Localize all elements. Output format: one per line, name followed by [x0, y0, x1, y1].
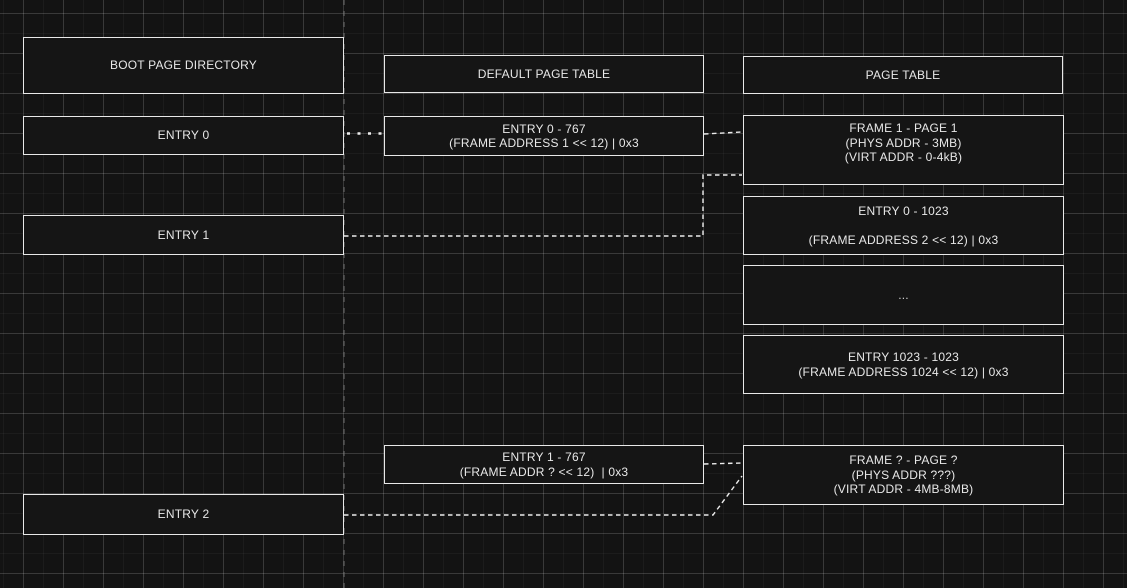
box-entry-2[interactable]: ENTRY 2 — [23, 494, 344, 535]
entry-0-1023-line1: ENTRY 0 - 1023 — [858, 203, 949, 218]
page-table-title: PAGE TABLE — [865, 67, 941, 82]
box-entry-0[interactable]: ENTRY 0 — [23, 116, 344, 155]
entry-1-767-line1: ENTRY 1 - 767 — [502, 450, 586, 464]
entry-2-label: ENTRY 2 — [157, 507, 210, 522]
entry-1023-1023-line1: ENTRY 1023 - 1023 — [847, 350, 960, 364]
connector-entry0-767-to-frame1[interactable] — [703, 131, 743, 135]
box-frame-q-page-q[interactable]: FRAME ? - PAGE ? (PHYS ADDR ???) (VIRT A… — [743, 445, 1064, 505]
ellipsis-label: ... — [898, 287, 909, 302]
box-default-page-table[interactable]: DEFAULT PAGE TABLE — [384, 55, 704, 93]
entry-1023-1023-line2: (FRAME ADDRESS 1024 << 12) | 0x3 — [798, 364, 1009, 379]
box-frame-1-page-1[interactable]: FRAME 1 - PAGE 1 (PHYS ADDR - 3MB) (VIRT… — [743, 115, 1064, 185]
box-page-table[interactable]: PAGE TABLE — [743, 56, 1063, 94]
frame-1-page-1-line1: FRAME 1 - PAGE 1 — [849, 121, 958, 136]
entry-1-label: ENTRY 1 — [157, 227, 210, 242]
frame-q-page-q-line3: (VIRT ADDR - 4MB-8MB) — [833, 482, 974, 497]
box-entry-0-767[interactable]: ENTRY 0 - 767 (FRAME ADDRESS 1 << 12) | … — [384, 116, 704, 156]
box-entry-1[interactable]: ENTRY 1 — [23, 215, 344, 255]
connector-entry2-to-frameq[interactable] — [344, 475, 743, 516]
connector-entry1-to-page-table[interactable] — [344, 174, 742, 237]
entry-0-1023-line2: (FRAME ADDRESS 2 << 12) | 0x3 — [808, 232, 999, 247]
box-entry-1023-1023[interactable]: ENTRY 1023 - 1023 (FRAME ADDRESS 1024 <<… — [743, 335, 1064, 394]
connector-entry1-767-to-frameq[interactable] — [703, 462, 743, 465]
box-ellipsis[interactable]: ... — [743, 265, 1064, 325]
entry-1-767-line2: (FRAME ADDR ? << 12) | 0x3 — [459, 464, 629, 479]
default-page-table-title: DEFAULT PAGE TABLE — [477, 66, 611, 81]
boot-page-directory-title: BOOT PAGE DIRECTORY — [110, 58, 257, 73]
frame-1-page-1-line3: (VIRT ADDR - 0-4kB) — [844, 150, 963, 165]
entry-0-767-line2: (FRAME ADDRESS 1 << 12) | 0x3 — [449, 136, 639, 150]
entry-0-label: ENTRY 0 — [157, 128, 210, 143]
entry-0-767-line1: ENTRY 0 - 767 — [502, 121, 586, 136]
box-entry-1-767[interactable]: ENTRY 1 - 767 (FRAME ADDR ? << 12) | 0x3 — [384, 445, 704, 484]
frame-q-page-q-line2: (PHYS ADDR ???) — [851, 467, 956, 482]
box-entry-0-1023[interactable]: ENTRY 0 - 1023 (FRAME ADDRESS 2 << 12) |… — [743, 196, 1064, 255]
frame-q-page-q-line1: FRAME ? - PAGE ? — [849, 453, 958, 468]
frame-1-page-1-line2: (PHYS ADDR - 3MB) — [845, 135, 962, 150]
box-boot-page-directory[interactable]: BOOT PAGE DIRECTORY — [23, 37, 344, 94]
